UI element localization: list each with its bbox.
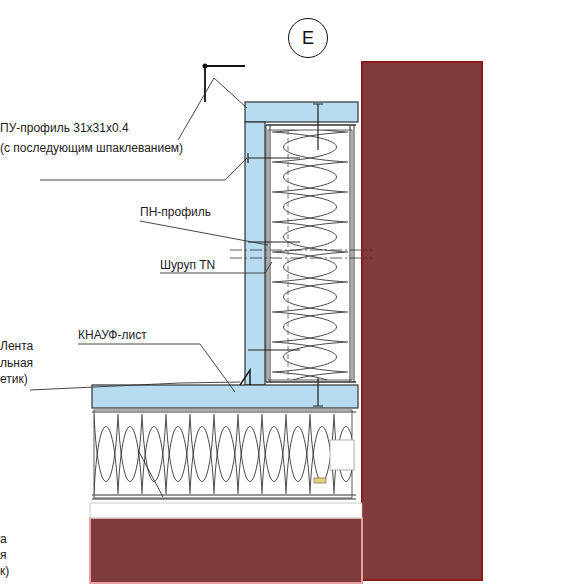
insulation — [268, 130, 352, 380]
hanger — [330, 440, 354, 470]
slab-top — [90, 503, 362, 518]
callout-label: ПУ-профиль 31x31x0.4 — [0, 121, 129, 135]
pu-profile — [203, 64, 208, 69]
callout-label: льная — [0, 356, 33, 370]
section-marker: E — [288, 18, 328, 58]
callout-label: (с последующим шпаклеванием) — [0, 141, 183, 155]
leader-line — [30, 78, 272, 497]
screw — [248, 104, 323, 406]
wall — [362, 62, 482, 580]
callout-label: я — [0, 548, 7, 562]
callout-label: Шуруп TN — [160, 258, 215, 272]
fastener — [314, 478, 326, 483]
callout-label: а — [0, 532, 7, 546]
callout-label: к) — [0, 564, 9, 578]
tape — [240, 370, 250, 385]
pn-profile — [266, 125, 356, 382]
insulation — [94, 410, 352, 498]
callout-label: етик) — [0, 372, 28, 386]
callout-label: КНАУФ-лист — [78, 328, 147, 342]
callout-label: Лента — [0, 339, 33, 353]
axis-line — [230, 250, 372, 258]
gypsum-board — [245, 102, 358, 122]
profile-hidden — [288, 130, 289, 380]
callout-label: ПН-профиль — [140, 205, 211, 219]
profile — [266, 125, 354, 382]
slab — [90, 518, 362, 583]
marker-letter: E — [302, 28, 314, 49]
profile — [92, 412, 356, 499]
